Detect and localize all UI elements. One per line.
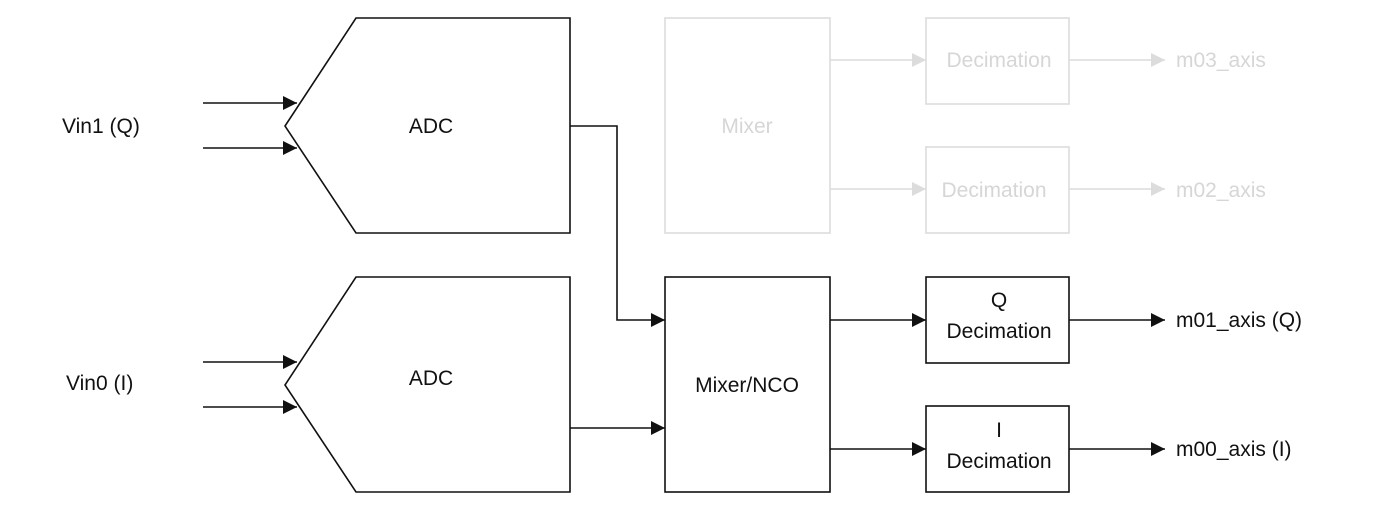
- q-decimation-label-line1: Q: [991, 289, 1007, 312]
- adc-block-top: [284, 17, 571, 234]
- adc-label-bottom: ADC: [409, 367, 453, 390]
- adc-block-bottom: [284, 276, 571, 493]
- input-label-vin1: Vin1 (Q): [62, 115, 140, 138]
- output-label-m02: m02_axis: [1176, 179, 1266, 202]
- mixer-block-inactive: [664, 17, 831, 234]
- output-label-m01: m01_axis (Q): [1176, 309, 1302, 332]
- inactive-path: Mixer Decimation Decimation m03_axis m02…: [664, 17, 1266, 234]
- decimation-block-m02: [925, 146, 1070, 234]
- q-decimation-label-line2: Decimation: [946, 320, 1051, 343]
- output-label-m03: m03_axis: [1176, 49, 1266, 72]
- decimation-label-m02: Decimation: [941, 179, 1046, 202]
- mixer-label-inactive: Mixer: [721, 115, 772, 138]
- input-label-vin0: Vin0 (I): [66, 372, 133, 395]
- i-decimation-label-line1: I: [996, 419, 1002, 442]
- mixer-nco-label: Mixer/NCO: [695, 374, 799, 397]
- decimation-block-m03: [925, 17, 1070, 105]
- output-label-m00: m00_axis (I): [1176, 438, 1292, 461]
- adc-label-top: ADC: [409, 115, 453, 138]
- decimation-label-m03: Decimation: [946, 49, 1051, 72]
- i-decimation-label-line2: Decimation: [946, 450, 1051, 473]
- mixer-nco-block: [664, 276, 831, 493]
- wire-adc-top-to-mixer: [570, 125, 665, 327]
